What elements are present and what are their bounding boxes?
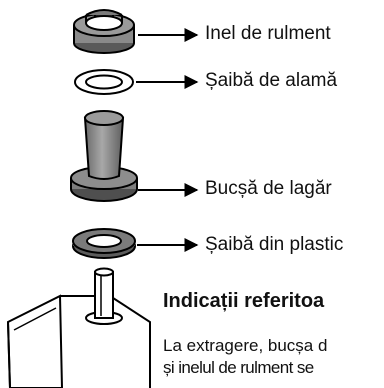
bearing-ring-part (73, 9, 135, 54)
note-heading: Indicații referitoa (163, 290, 325, 312)
label-brass-washer: Șaibă de alamă (205, 70, 338, 91)
note-line-2: și inelul de rulment se (163, 358, 314, 377)
label-plastic-washer: Șaibă din plastic (205, 234, 344, 255)
label-bearing-bush: Bucșă de lagăr (205, 178, 332, 199)
bearing-bush-part (70, 110, 138, 202)
brass-washer-part (74, 69, 134, 95)
bracket-with-shaft (6, 267, 151, 388)
note-line-1: La extragere, bucșa d (163, 336, 328, 355)
plastic-washer-part (72, 228, 136, 259)
label-bearing-ring: Inel de rulment (205, 23, 331, 44)
